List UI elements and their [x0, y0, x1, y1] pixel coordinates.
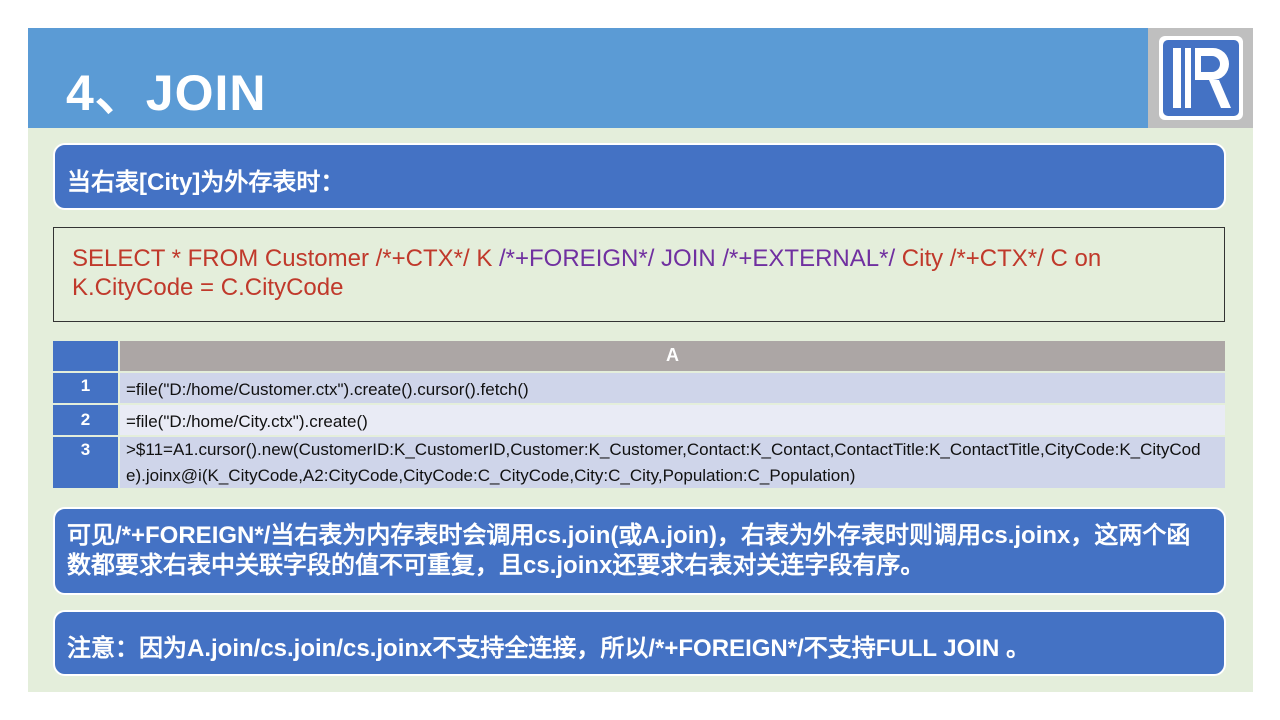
- grid-cell: =file("D:/home/Customer.ctx").create().c…: [120, 373, 1225, 403]
- grid-cell: =file("D:/home/City.ctx").create(): [120, 405, 1225, 435]
- grid-header-row: A: [53, 341, 1225, 371]
- section-heading: 当右表[City]为外存表时：: [53, 143, 1226, 210]
- grid-row-number: 1: [53, 373, 118, 403]
- warning-text: 注意：因为A.join/cs.join/cs.joinx不支持全连接，所以/*+…: [67, 635, 1030, 662]
- sql-part-on: City /*+CTX*/ C on K.CityCode = C.CityCo…: [72, 245, 1102, 301]
- logo-frame: [1148, 28, 1253, 128]
- slide: 4、JOIN 当右表[City]为外存表时： SELECT * FROM Cus…: [28, 28, 1253, 692]
- slide-title: 4、JOIN: [66, 65, 267, 121]
- sql-part-select: SELECT * FROM Customer /*+CTX*/ K: [72, 245, 499, 272]
- sql-part-hints: /*+FOREIGN*/ JOIN /*+EXTERNAL*/: [499, 245, 896, 272]
- warning-box: 注意：因为A.join/cs.join/cs.joinx不支持全连接，所以/*+…: [53, 610, 1226, 676]
- section-heading-text: 当右表[City]为外存表时：: [67, 169, 345, 196]
- grid-row-number: 3: [53, 437, 118, 488]
- sql-code-box: SELECT * FROM Customer /*+CTX*/ K /*+FOR…: [53, 227, 1225, 322]
- grid-row-number: 2: [53, 405, 118, 435]
- note-text: 可见/*+FOREIGN*/当右表为内存表时会调用cs.join(或A.join…: [67, 522, 1191, 579]
- grid-column-header: A: [120, 341, 1225, 371]
- grid-corner: [53, 341, 118, 371]
- title-bar: 4、JOIN: [28, 28, 1148, 128]
- note-box: 可见/*+FOREIGN*/当右表为内存表时会调用cs.join(或A.join…: [53, 507, 1226, 595]
- raqsoft-r-logo-icon: [1159, 36, 1243, 120]
- grid-cell: >$11=A1.cursor().new(CustomerID:K_Custom…: [120, 437, 1225, 488]
